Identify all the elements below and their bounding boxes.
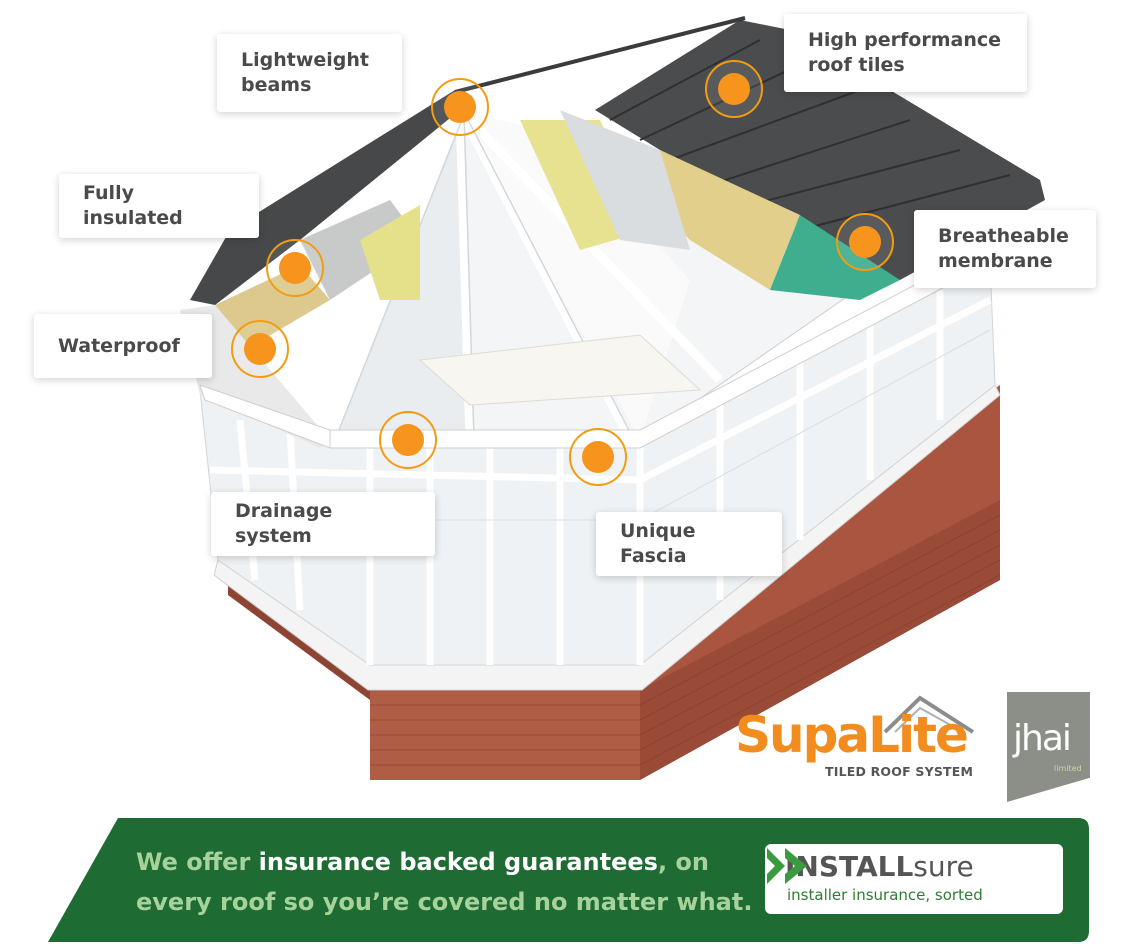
label-unique-fascia: Unique Fascia: [596, 512, 782, 576]
hotspot-dot: [244, 333, 276, 365]
hotspot-roof-tiles[interactable]: [705, 60, 763, 118]
insulation-right: [640, 150, 800, 290]
label-breatheable-membrane: Breatheable membrane: [914, 210, 1096, 288]
hotspot-dot: [718, 73, 750, 105]
label-lightweight-beams: Lightweight beams: [217, 34, 402, 112]
banner-text-highlight: insurance backed guarantees: [258, 848, 658, 876]
label-drainage-system: Drainage system: [211, 492, 435, 556]
roof-tiles-left: [190, 90, 460, 305]
hotspot-unique-fascia[interactable]: [569, 428, 627, 486]
banner-text-part2: , on every roof so you’re covered no mat…: [136, 848, 753, 916]
hotspot-drainage-system[interactable]: [379, 411, 437, 469]
installsure-tagline: installer insurance, sorted: [787, 886, 983, 904]
hotspot-waterproof[interactable]: [231, 320, 289, 378]
installsure-logo[interactable]: INSTALLsure installer insurance, sorted: [765, 844, 1063, 914]
guarantee-banner: We offer insurance backed guarantees, on…: [48, 818, 1089, 942]
hotspot-dot: [392, 424, 424, 456]
label-high-performance-roof-tiles: High performance roof tiles: [784, 14, 1027, 92]
hotspot-dot: [582, 441, 614, 473]
hotspot-dot: [444, 91, 476, 123]
hotspot-breatheable-membrane[interactable]: [836, 213, 894, 271]
hotspot-fully-insulated[interactable]: [266, 239, 324, 297]
supalite-roof-icon: [883, 695, 975, 734]
installsure-wordmark: INSTALLsure: [785, 850, 974, 883]
label-fully-insulated: Fully insulated: [59, 174, 259, 238]
hotspot-dot: [279, 252, 311, 284]
double-chevron-icon: [767, 848, 807, 884]
hotspot-lightweight-beams[interactable]: [431, 78, 489, 136]
supalite-wordmark: SupaLite: [735, 706, 969, 764]
jhai-wordmark: jhai: [1013, 718, 1072, 759]
supalite-tagline: TILED ROOF SYSTEM: [825, 764, 974, 779]
label-waterproof: Waterproof: [34, 314, 212, 378]
banner-text-part1: We offer: [136, 848, 259, 876]
installsure-light: sure: [913, 850, 974, 883]
banner-message: We offer insurance backed guarantees, on…: [136, 842, 756, 922]
jhai-subtext: limited: [1054, 764, 1082, 773]
hotspot-dot: [849, 226, 881, 258]
supalite-logo: SupaLite TILED ROOF SYSTEM: [735, 692, 980, 792]
